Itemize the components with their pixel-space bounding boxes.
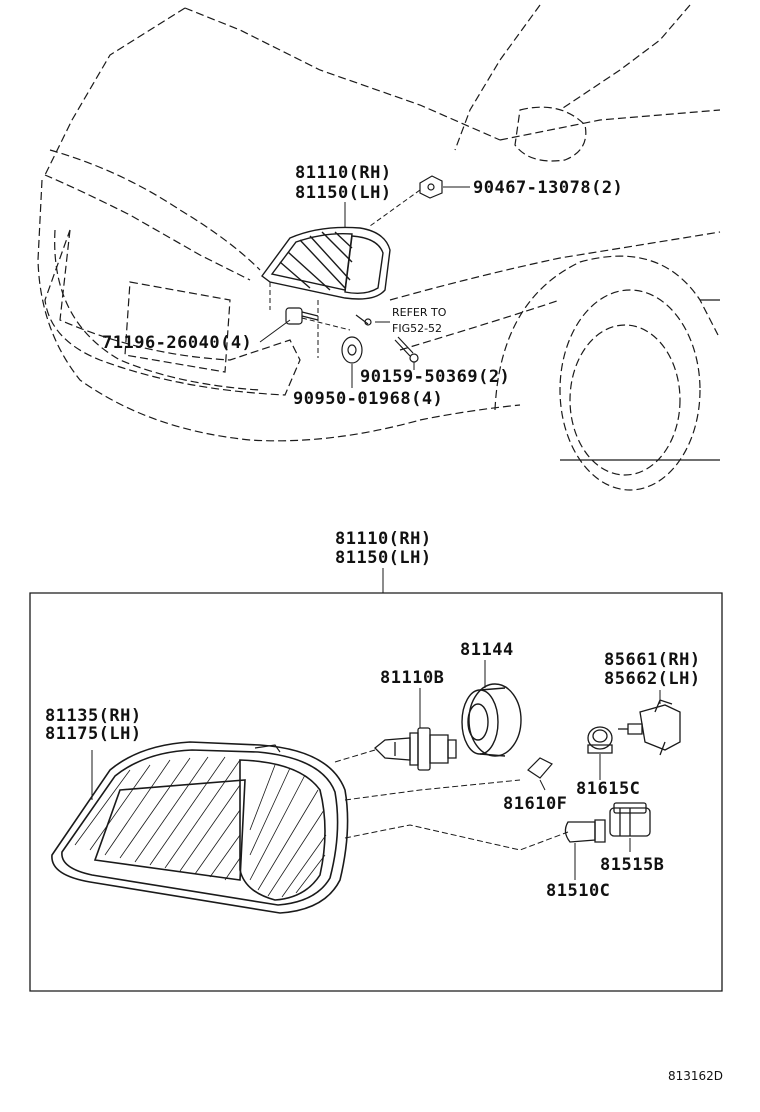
cover-part-number: 81144 <box>460 640 514 660</box>
clip-part-number: 90467-13078(2) <box>473 178 624 198</box>
socket-rh-part-number: 85661(RH) <box>604 650 701 670</box>
lens-hatching <box>75 757 326 897</box>
small-socket <box>588 727 612 753</box>
lens-rh-part-number: 81135(RH) <box>45 706 142 726</box>
refer-note-line1: REFER TO <box>392 306 447 319</box>
vehicle-outline <box>38 5 720 490</box>
headlamp-lh-part-number: 81150(LH) <box>295 183 392 203</box>
leader-lines-lower <box>92 660 660 880</box>
turn-bulb <box>565 820 605 842</box>
screw-part <box>395 337 418 362</box>
turn-socket <box>610 803 650 836</box>
assembly-frame <box>30 568 722 991</box>
rubber-cover <box>462 684 521 756</box>
bolt-part-number: 71196-26040(4) <box>102 333 253 353</box>
headlamp-rh-part-number: 81110(RH) <box>295 163 392 183</box>
leader-lines-upper <box>260 187 470 388</box>
refer-note-line2: FIG52-52 <box>392 322 443 335</box>
wedge-bulb-part-number: 81610F <box>503 794 568 814</box>
socket-assembly <box>618 700 680 755</box>
headlamp-installed <box>262 227 390 299</box>
bulb-part-number: 81110B <box>380 668 445 688</box>
assembly-rh-part-number: 81110(RH) <box>335 529 432 549</box>
small-socket-part-number: 81615C <box>576 779 641 799</box>
screw-part-2 <box>356 315 371 325</box>
halogen-bulb <box>375 728 456 770</box>
turn-bulb-part-number: 81510C <box>546 881 611 901</box>
lens-lh-part-number: 81175(LH) <box>45 724 142 744</box>
socket-lh-part-number: 85662(LH) <box>604 669 701 689</box>
grommet-part <box>342 337 362 363</box>
bolt-part <box>286 308 318 324</box>
grommet-part-number: 90950-01968(4) <box>293 389 444 409</box>
figure-id: 813162D <box>668 1069 724 1083</box>
screw-part-number: 90159-50369(2) <box>360 367 511 387</box>
wedge-bulb <box>528 758 552 778</box>
turn-socket-part-number: 81515B <box>600 855 665 875</box>
assembly-lh-part-number: 81150(LH) <box>335 548 432 568</box>
headlamp-lens-unit <box>52 742 348 913</box>
clip-part <box>420 176 442 198</box>
